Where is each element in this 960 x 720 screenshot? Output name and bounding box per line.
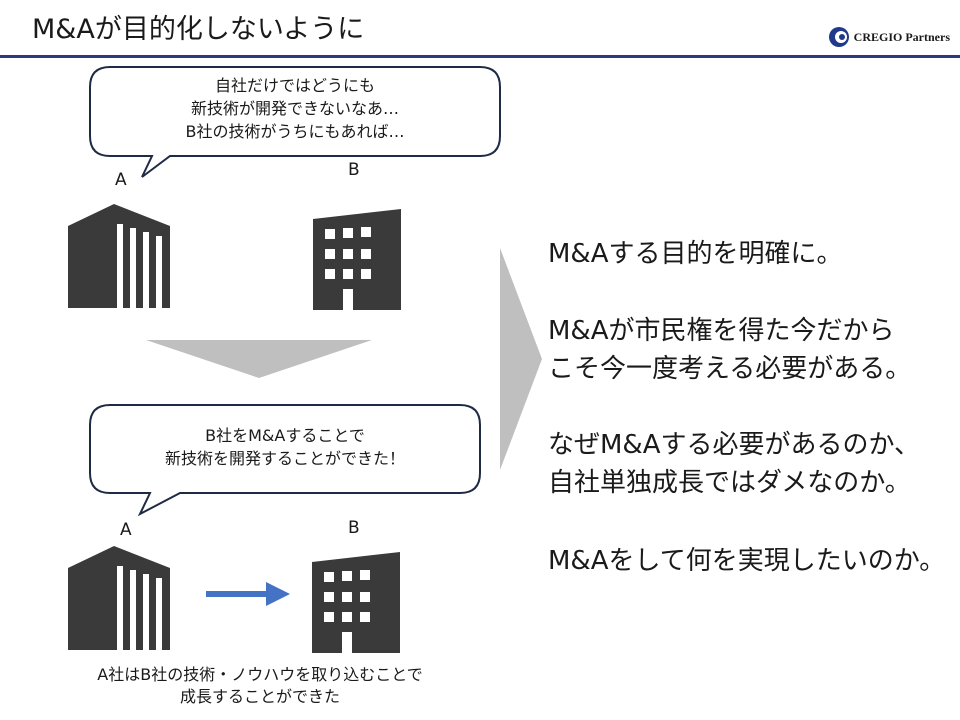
building-a-icon	[68, 204, 170, 308]
bubble-line: 自社だけではどうにも	[214, 76, 375, 95]
statement-line: 自社単独成長ではダメなのか。	[548, 468, 911, 498]
label-company-a: A	[120, 520, 132, 540]
statement-line: M&Aする目的を明確に。	[548, 239, 843, 269]
bubble-text-after: B社をM&Aすることで 新技術を開発することができた！	[90, 424, 480, 470]
bottom-caption: A社はB社の技術・ノウハウを取り込むことで 成長することができた	[40, 664, 480, 708]
statement-line: なぜM&Aする必要があるのか、	[548, 430, 920, 460]
title-divider	[0, 55, 960, 58]
down-chevron-icon	[146, 340, 372, 378]
logo-text: CREGIO Partners	[853, 29, 950, 44]
bubble-text-before: 自社だけではどうにも 新技術が開発できないなあ… B社の技術がうちにもあれば…	[90, 74, 500, 143]
caption-line: A社はB社の技術・ノウハウを取り込むことで	[97, 665, 423, 684]
page-title: M&Aが目的化しないように	[32, 14, 365, 45]
bubble-line: B社をM&Aすることで	[205, 426, 365, 445]
logo-mark-icon	[828, 27, 849, 47]
building-b-icon	[312, 552, 400, 653]
right-chevron-icon	[500, 248, 542, 470]
building-a-icon	[68, 546, 170, 650]
bubble-line: 新技術を開発することができた！	[164, 449, 405, 468]
bubble-line: B社の技術がうちにもあれば…	[185, 122, 405, 141]
label-company-a: A	[115, 170, 127, 190]
statement-line: こそ今一度考える必要がある。	[548, 354, 912, 384]
statement-line: M&Aをして何を実現したいのか。	[548, 546, 946, 576]
right-arrow-icon	[206, 582, 290, 606]
label-company-b: B	[348, 518, 360, 538]
label-company-b: B	[348, 160, 360, 180]
caption-line: 成長することができた	[179, 687, 340, 706]
statement-line: M&Aが市民権を得た今だから	[548, 316, 895, 346]
building-b-icon	[313, 209, 401, 310]
bubble-line: 新技術が開発できないなあ…	[190, 99, 399, 118]
company-logo: CREGIO Partners	[828, 24, 950, 50]
